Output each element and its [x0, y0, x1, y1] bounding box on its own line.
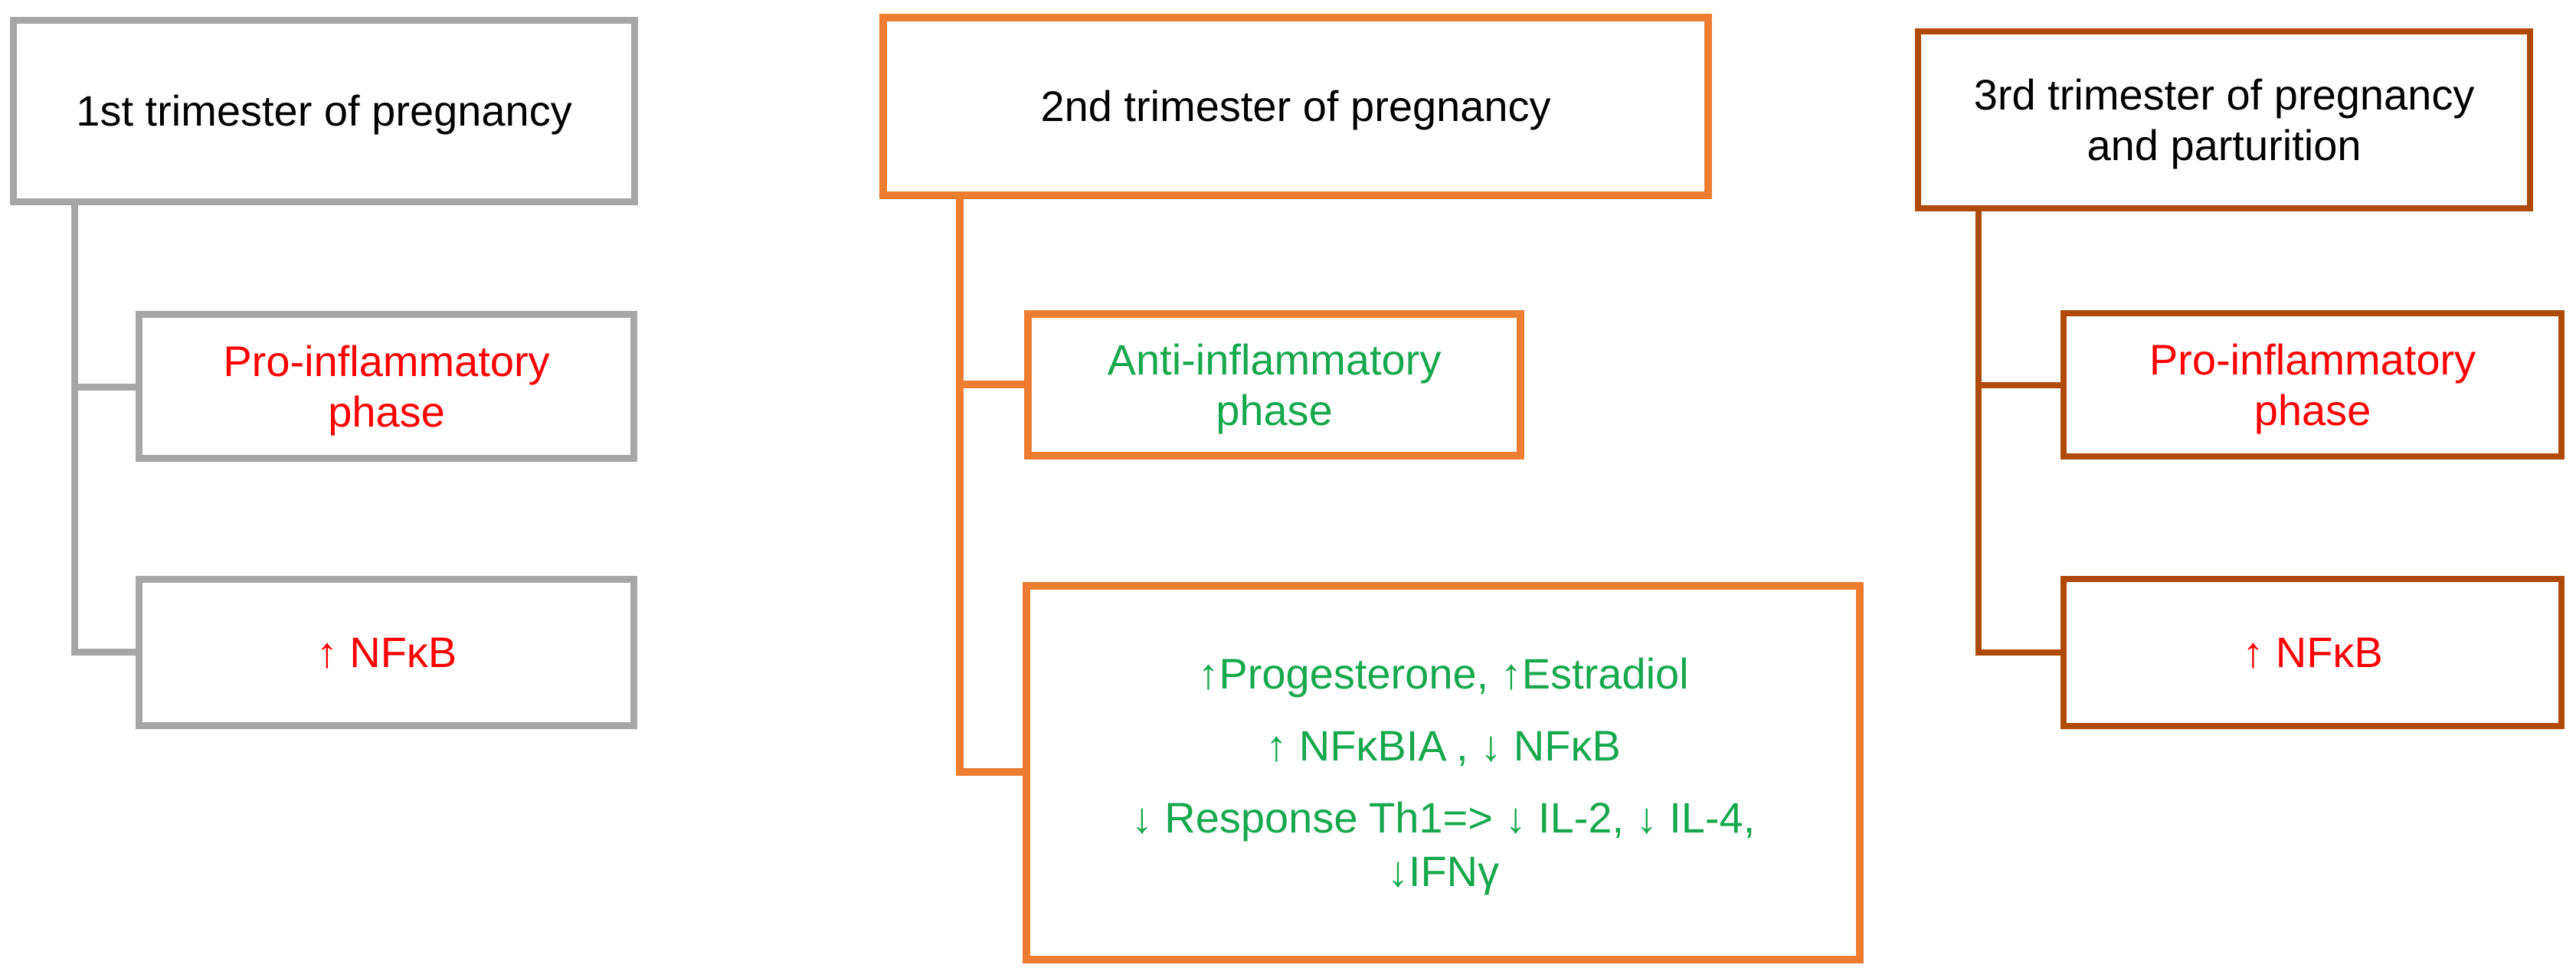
- box-nfkb-increase-third-trimester: ↑ NFκB: [2060, 576, 2565, 729]
- box-label-line: Pro-inflammatory: [223, 336, 550, 385]
- header-box-third-trimester: 3rd trimester of pregnancy and parturiti…: [1915, 28, 2533, 211]
- connector-branch-third-trimester-nfkb: [1975, 649, 2060, 656]
- header-label: 3rd trimester of pregnancy: [1973, 70, 2475, 119]
- header-label: 1st trimester of pregnancy: [76, 87, 572, 135]
- box-anti-inflammatory-phase-second-trimester: Anti-inflammatory phase: [1024, 310, 1524, 460]
- header-label: and parturition: [2087, 120, 2362, 169]
- connector-branch-first-trimester-pro-inflammatory: [71, 384, 136, 391]
- mediators-line-th1-response: ↓ Response Th1=> ↓ IL-2, ↓ IL-4,: [1131, 793, 1756, 842]
- box-label-line: Pro-inflammatory: [2149, 335, 2476, 384]
- connector-branch-second-trimester-anti-inflammatory: [956, 381, 1024, 388]
- connector-trunk-second-trimester: [956, 199, 964, 776]
- connector-branch-second-trimester-mediators: [956, 768, 1023, 776]
- mediators-line-hormones: ↑Progesterone, ↑Estradiol: [1197, 649, 1689, 698]
- box-label-line: phase: [2254, 385, 2371, 434]
- connector-trunk-first-trimester: [71, 205, 78, 656]
- box-label-line: ↑ NFκB: [316, 628, 457, 676]
- mediators-line-ifn-gamma: ↓IFNγ: [1386, 847, 1500, 895]
- box-label-line: Anti-inflammatory: [1107, 335, 1442, 384]
- box-nfkb-increase-first-trimester: ↑ NFκB: [136, 576, 637, 729]
- connector-trunk-third-trimester: [1975, 211, 1982, 656]
- connector-branch-first-trimester-nfkb: [71, 649, 136, 656]
- box-pro-inflammatory-phase-first-trimester: Pro-inflammatory phase: [136, 311, 637, 462]
- header-label: 2nd trimester of pregnancy: [1040, 82, 1551, 130]
- mediators-line-nfkbia: ↑ NFκBIA , ↓ NFκB: [1265, 721, 1621, 770]
- header-box-second-trimester: 2nd trimester of pregnancy: [879, 14, 1712, 199]
- box-anti-inflammatory-mediators-second-trimester: ↑Progesterone, ↑Estradiol ↑ NFκBIA , ↓ N…: [1023, 582, 1864, 963]
- box-label-line: ↑ NFκB: [2242, 628, 2383, 676]
- box-pro-inflammatory-phase-third-trimester: Pro-inflammatory phase: [2060, 310, 2565, 460]
- header-box-first-trimester: 1st trimester of pregnancy: [10, 17, 638, 205]
- box-label-line: phase: [1216, 385, 1333, 434]
- box-label-line: phase: [328, 387, 445, 436]
- connector-branch-third-trimester-pro-inflammatory: [1975, 382, 2060, 388]
